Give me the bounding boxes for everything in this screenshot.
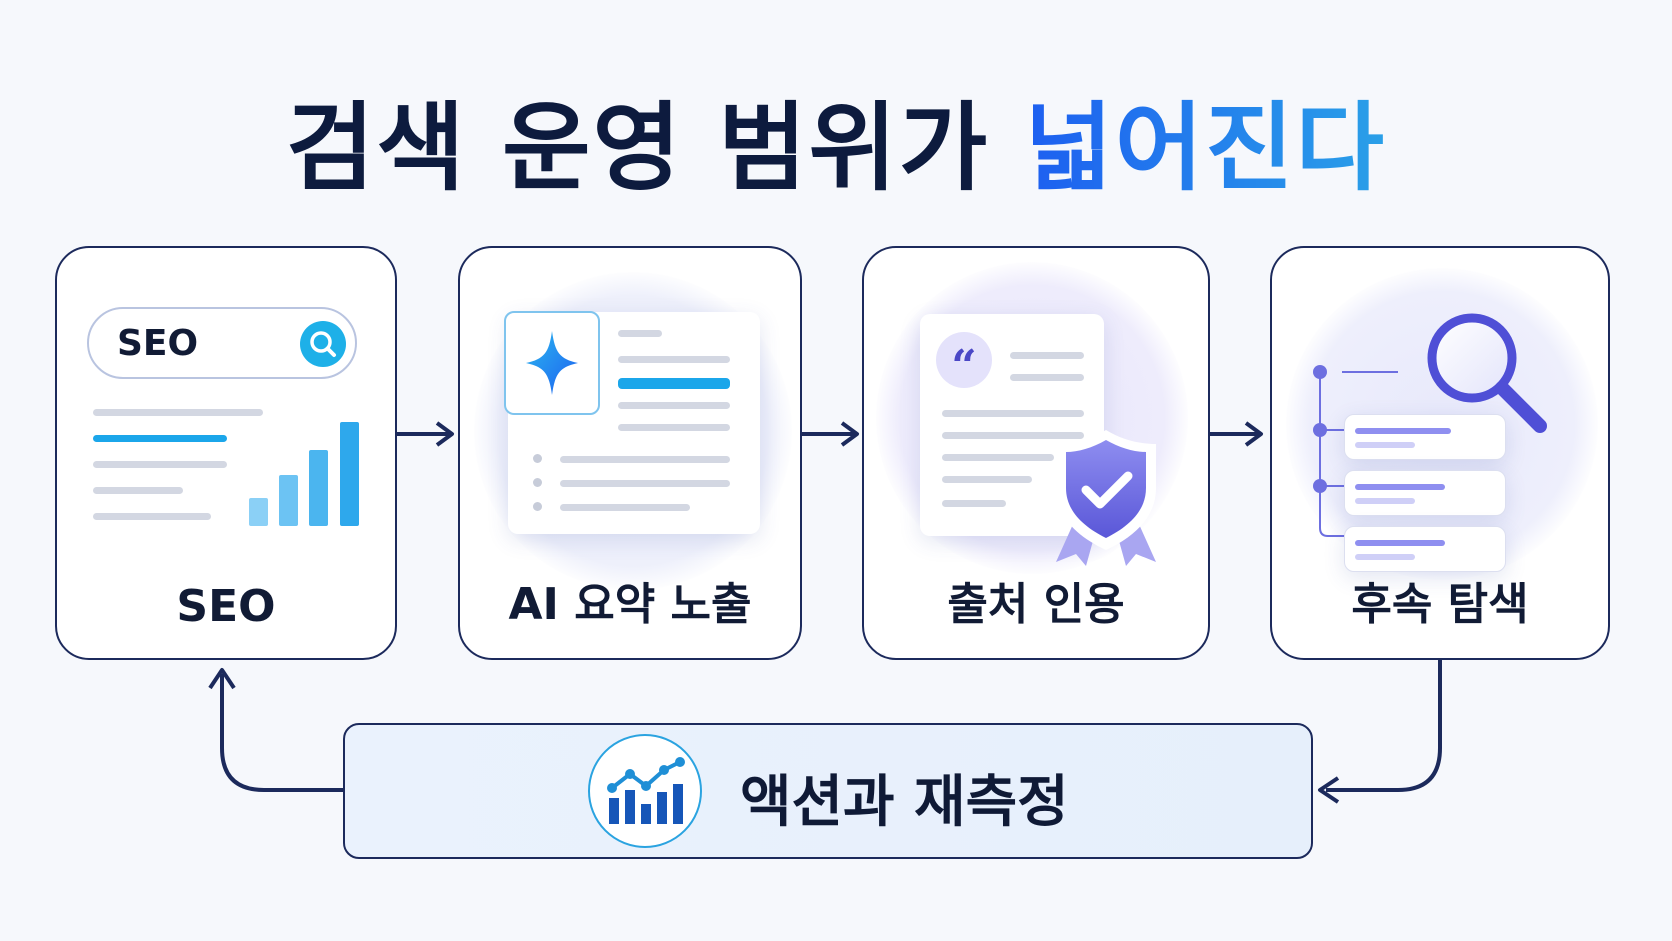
shield-check-icon <box>1056 430 1156 566</box>
feedback-box: 액션과 재측정 <box>343 723 1313 859</box>
seo-bar-2 <box>279 475 298 526</box>
page-title: 검색 운영 범위가 넓어진다 <box>0 70 1672 209</box>
feedback-label: 액션과 재측정 <box>740 770 1069 835</box>
ai-line-4 <box>618 402 730 409</box>
ai-line-7 <box>560 480 730 487</box>
item-line <box>1355 484 1445 490</box>
ai-line-3 <box>618 378 730 389</box>
card-label-citation: 출처 인용 <box>947 579 1125 630</box>
trend-chart-icon <box>607 757 685 824</box>
bullet-dot <box>533 502 542 511</box>
seo-search-box: SEO <box>87 307 357 379</box>
seo-bar-4 <box>340 422 359 526</box>
item-line <box>1355 554 1415 560</box>
tree-connector <box>1313 365 1398 537</box>
ai-line-6 <box>560 456 730 463</box>
bullet-dot <box>533 454 542 463</box>
seo-line-5 <box>93 513 211 520</box>
cite-line-1 <box>1010 352 1084 359</box>
item-line <box>1355 498 1415 504</box>
card-ai-summary: AI 요약 노출 <box>458 246 802 660</box>
cite-line-2 <box>1010 374 1084 381</box>
title-main: 검색 운영 범위가 <box>286 92 1025 204</box>
sparkle-tile <box>504 311 600 415</box>
card-follow-up: 후속 탐색 <box>1270 246 1610 660</box>
seo-line-1 <box>93 409 263 416</box>
ai-line-2 <box>618 356 730 363</box>
search-icon <box>300 321 346 367</box>
sparkle-icon <box>526 331 578 395</box>
ai-line-1 <box>618 330 662 337</box>
cite-line-3 <box>942 410 1084 417</box>
trend-chart-badge <box>588 734 702 848</box>
seo-line-3 <box>93 461 227 468</box>
follow-up-item <box>1344 526 1506 572</box>
card-citation: “ 출처 인용 <box>862 246 1210 660</box>
item-line <box>1355 428 1451 434</box>
card-seo: SEO SEO <box>55 246 397 660</box>
item-line <box>1355 540 1445 546</box>
magnifier-icon <box>1427 313 1547 433</box>
seo-bar-3 <box>309 450 328 526</box>
cite-line-7 <box>942 500 1006 507</box>
bullet-dot <box>533 478 542 487</box>
arrow-1-to-2 <box>397 421 454 447</box>
quote-icon: “ <box>936 332 992 392</box>
loop-connector-left <box>208 668 343 792</box>
loop-connector-right <box>1318 660 1442 804</box>
card-label-ai-summary: AI 요약 노출 <box>508 579 752 630</box>
follow-up-item <box>1344 470 1506 516</box>
seo-line-4 <box>93 487 183 494</box>
arrow-3-to-4 <box>1210 421 1263 447</box>
cite-line-5 <box>942 454 1054 461</box>
follow-up-item <box>1344 414 1506 460</box>
title-highlight: 넓어진다 <box>1024 92 1386 204</box>
item-line <box>1355 442 1415 448</box>
seo-line-2 <box>93 435 227 442</box>
cite-line-6 <box>942 476 1032 483</box>
cite-line-4 <box>942 432 1084 439</box>
seo-search-text: SEO <box>117 323 199 364</box>
card-label-seo: SEO <box>176 581 276 632</box>
ai-line-5 <box>618 424 730 431</box>
arrow-2-to-3 <box>802 421 859 447</box>
ai-line-8 <box>560 504 690 511</box>
card-label-follow-up: 후속 탐색 <box>1351 579 1529 630</box>
seo-bar-1 <box>249 498 268 526</box>
